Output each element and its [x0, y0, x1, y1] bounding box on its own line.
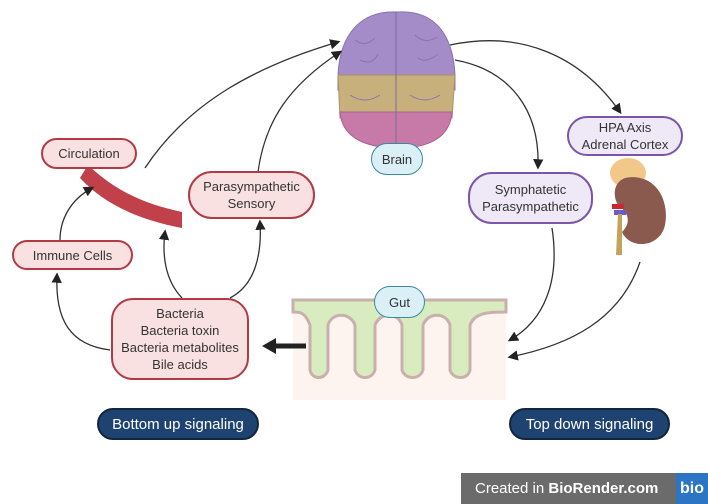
gut-label: Gut: [374, 286, 425, 318]
brain-illustration: [337, 11, 456, 149]
arrow-brain-to-sympathetic: [454, 59, 544, 170]
arrow-sensory-to-brain: [257, 50, 343, 173]
watermark-text: Created in BioRender.com: [461, 480, 658, 497]
parasympathetic-sensory-node: Parasympathetic Sensory: [188, 171, 315, 219]
biorender-logo-icon: bio: [676, 473, 708, 504]
sympathetic-node: Symphatetic Parasympathetic: [468, 172, 593, 224]
blood-vessel-illustration: [80, 165, 182, 228]
bottom-up-signaling-label: Bottom up signaling: [97, 408, 259, 440]
sensory-line-1: Parasympathetic: [203, 179, 300, 194]
circulation-node: Circulation: [41, 138, 137, 169]
arrow-gut-to-bacteria-head: [262, 338, 276, 354]
sympathetic-line-2: Parasympathetic: [482, 199, 579, 214]
bacteria-node: Bacteria Bacteria toxin Bacteria metabol…: [111, 298, 249, 380]
kidney-illustration: [610, 158, 666, 255]
bacteria-line-2: Bacteria toxin: [140, 323, 220, 338]
top-down-signaling-label: Top down signaling: [509, 408, 670, 440]
watermark-brand: BioRender.com: [548, 480, 659, 497]
arrow-brain-to-hpa: [449, 40, 622, 115]
hpa-line-2: Adrenal Cortex: [581, 137, 669, 152]
arrow-kidney-to-gut: [507, 261, 641, 361]
hpa-line-1: HPA Axis: [598, 120, 652, 135]
bacteria-line-3: Bacteria metabolites: [121, 340, 239, 355]
bacteria-line-4: Bile acids: [152, 357, 208, 372]
sympathetic-line-1: Symphatetic: [494, 182, 567, 197]
arrow-circulation-to-brain: [144, 39, 341, 169]
biorender-watermark[interactable]: Created in BioRender.com bio: [461, 473, 708, 504]
arrow-bacteria-to-immune: [51, 272, 111, 351]
arrow-sympathetic-to-gut: [507, 227, 555, 342]
bacteria-line-1: Bacteria: [156, 306, 204, 321]
arrow-bacteria-to-sensory: [229, 219, 266, 299]
sensory-line-2: Sensory: [227, 196, 276, 211]
brain-label: Brain: [371, 143, 423, 175]
hpa-axis-node: HPA Axis Adrenal Cortex: [567, 116, 683, 156]
arrow-bacteria-to-vessel: [158, 229, 183, 299]
watermark-prefix: Created in: [475, 480, 549, 497]
arrow-immune-to-circulation: [59, 186, 95, 241]
immune-cells-node: Immune Cells: [12, 240, 133, 270]
